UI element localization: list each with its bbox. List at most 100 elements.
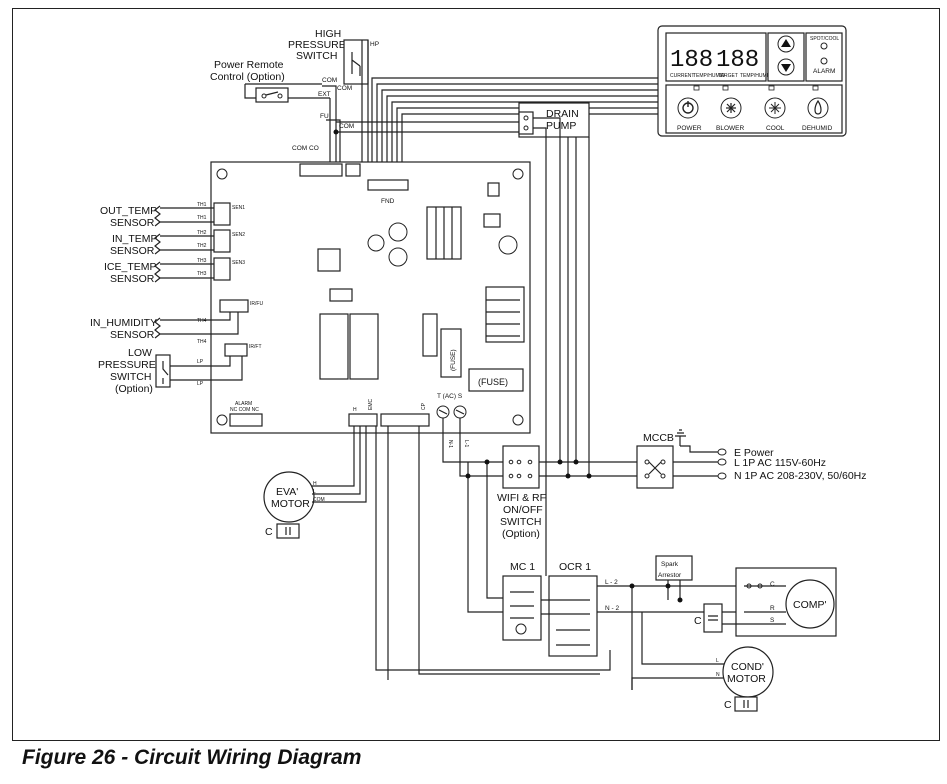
svg-text:Control (Option): Control (Option) (210, 71, 285, 83)
svg-text:SWITCH: SWITCH (110, 371, 151, 383)
sen1-connector (213, 202, 231, 226)
svg-text:COM: COM (337, 85, 352, 92)
t-ac-s-label: T (AC) S (437, 393, 463, 400)
svg-text:TH1: TH1 (197, 202, 207, 208)
display-label-target: TARGET (718, 73, 738, 79)
svg-text:EMC: EMC (368, 399, 374, 411)
svg-text:MC 1: MC 1 (510, 561, 535, 573)
power-n-label: N 1P AC 208-230V, 50/60Hz (734, 470, 867, 482)
svg-text:Power Remote: Power Remote (214, 59, 284, 71)
fuse-label-2: (FUSE) (478, 377, 508, 387)
dehumid-label: DEHUMID (802, 125, 833, 132)
com-label-2: COM (339, 123, 354, 130)
mc1-contactor: MC 1 (502, 561, 542, 641)
power-e-label: E Power (734, 447, 774, 459)
svg-text:MOTOR: MOTOR (271, 498, 310, 510)
in-temp-sensor: IN_TEMP SENSOR TH2 TH2 (110, 230, 214, 257)
junction-dot (586, 473, 592, 479)
up-arrow-button[interactable] (777, 35, 795, 53)
svg-text:S: S (770, 617, 775, 624)
low-pressure-switch: LOW PRESSURE SWITCH (Option) LP LP (98, 347, 243, 395)
svg-text:MCCB: MCCB (643, 432, 674, 444)
spot-cool-led (820, 42, 828, 50)
spot-cool-label: SPOT/COOL (810, 36, 839, 42)
svg-text:L: L (716, 658, 719, 664)
svg-text:SWITCH: SWITCH (296, 50, 337, 62)
svg-text:COMP': COMP' (793, 599, 827, 611)
junction-dot (573, 459, 579, 465)
svg-text:TH4: TH4 (197, 318, 207, 324)
svg-text:R: R (770, 605, 775, 612)
fuse-label-1: (FUSE) (450, 349, 457, 371)
power-label: POWER (677, 125, 702, 132)
display-digits-left: 188 (670, 47, 713, 74)
pcb-output-wires (375, 418, 637, 680)
ir-ft-connector (224, 343, 248, 357)
high-pressure-switch: HIGH PRESSURE SWITCH HP COM (288, 28, 379, 170)
co-label: CO (309, 145, 319, 152)
cond-motor: COND' MOTOR C L N (631, 612, 774, 712)
svg-text:LP: LP (197, 359, 204, 365)
junction-dot (465, 473, 471, 479)
svg-text:OCR 1: OCR 1 (559, 561, 591, 573)
ocr1-relay: OCR 1 (541, 561, 632, 657)
display-label-temp-humid-2: TEMP/HUMID (740, 73, 772, 79)
down-arrow-button[interactable] (777, 58, 795, 76)
svg-text:H: H (313, 481, 317, 487)
fu-label: FU (320, 113, 329, 120)
dehumid-button[interactable] (807, 85, 829, 119)
svg-text:ON/OFF: ON/OFF (503, 504, 543, 516)
display-digits-right: 188 (716, 47, 759, 74)
svg-text:DRAIN: DRAIN (546, 108, 579, 120)
drain-pump: DRAIN PUMP (518, 102, 590, 138)
svg-text:PRESSURE: PRESSURE (288, 39, 346, 51)
svg-text:COND': COND' (731, 661, 764, 673)
svg-text:ICE_TEMP: ICE_TEMP (104, 261, 157, 273)
svg-text:PUMP: PUMP (546, 120, 576, 132)
svg-text:COM: COM (313, 497, 325, 503)
up-arrow-icon (781, 39, 791, 47)
svg-text:C: C (770, 581, 775, 588)
main-pcb: FND (FUSE) (FUSE) T (AC) S ALARM NC (210, 161, 531, 434)
figure-caption: Figure 26 - Circuit Wiring Diagram (22, 746, 362, 769)
cool-button[interactable] (764, 85, 786, 119)
n2-label: N - 2 (605, 605, 619, 612)
svg-text:EXT: EXT (318, 91, 331, 98)
blower-button[interactable] (720, 85, 742, 119)
svg-text:Arrestor: Arrestor (658, 572, 682, 579)
svg-text:N: N (716, 672, 720, 678)
power-button[interactable] (677, 85, 700, 119)
svg-text:HIGH: HIGH (315, 28, 341, 40)
svg-text:COM: COM (322, 77, 337, 84)
svg-text:IN_TEMP: IN_TEMP (112, 233, 158, 245)
fu-com-wires (326, 119, 520, 170)
junction-dot (565, 473, 571, 479)
junction-dot (557, 459, 563, 465)
eva-motor: EVA' MOTOR C H L COM (263, 426, 367, 539)
svg-text:SENSOR: SENSOR (110, 245, 155, 257)
svg-text:WIFI & RF: WIFI & RF (497, 492, 546, 504)
svg-text:N-1: N-1 (447, 440, 453, 448)
alarm-label: ALARM (813, 68, 835, 75)
svg-text:SEN2: SEN2 (232, 232, 245, 238)
compressor: COMP' C R S C (694, 567, 837, 637)
svg-text:TH2: TH2 (197, 243, 207, 249)
svg-text:EVA': EVA' (276, 486, 298, 498)
blower-label: BLOWER (716, 125, 744, 132)
svg-text:H: H (353, 407, 357, 413)
pcb-pin-labels: SEN1 SEN2 SEN3 IR/FU IR/FT H EMC CP N-1 … (232, 205, 469, 448)
svg-text:SEN1: SEN1 (232, 205, 245, 211)
wifi-rf-switch: WIFI & RF ON/OFF SWITCH (Option) (497, 445, 546, 540)
svg-text:Spark: Spark (661, 561, 679, 568)
alarm-header-label: ALARM (235, 401, 252, 407)
mccb-breaker: MCCB E Power L 1P AC 115V-60Hz N 1P AC 2… (636, 429, 867, 489)
diagram-frame (12, 8, 940, 741)
power-remote-control: Power Remote Control (Option) COM EXT (210, 59, 337, 170)
sen3-connector (213, 257, 231, 281)
svg-text:C: C (724, 699, 732, 711)
ice-temp-sensor: ICE_TEMP SENSOR TH3 TH3 (104, 258, 214, 285)
com-label-3: COM (292, 145, 307, 152)
svg-text:IN_HUMIDITY: IN_HUMIDITY (90, 317, 157, 329)
svg-text:TH1: TH1 (197, 215, 207, 221)
down-arrow-icon (781, 64, 791, 72)
